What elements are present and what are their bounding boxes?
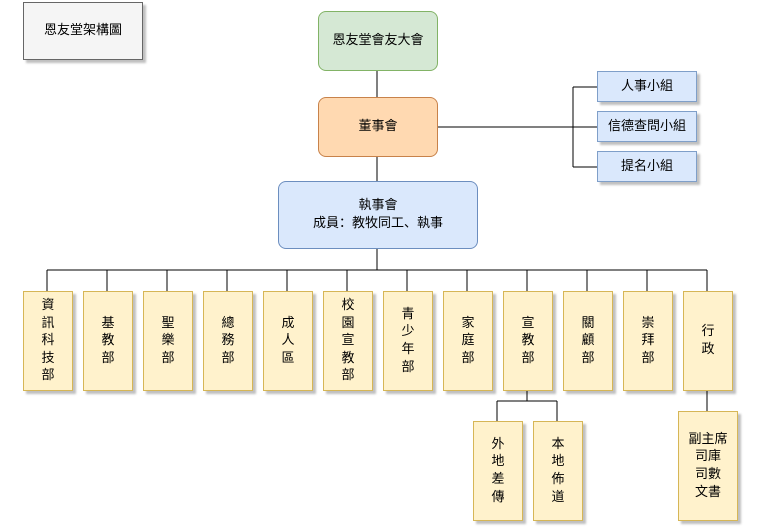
dept-label: 資訊科技部	[41, 298, 55, 384]
board-node: 董事會	[318, 97, 438, 157]
dept-label: 崇拜部	[641, 315, 655, 366]
dept-label: 成人區	[281, 315, 295, 366]
dept-label: 校園宣教部	[341, 298, 355, 384]
committee-personnel-node: 人事小組	[597, 71, 697, 102]
executive-members: 成員：教牧同工、執事	[312, 216, 443, 231]
admin-role: 司數	[694, 467, 721, 482]
dept-youth-node: 青少年部	[383, 291, 433, 391]
committee-nomination-node: 提名小組	[597, 151, 697, 182]
dept-label: 宣教部	[521, 315, 535, 366]
dept-campus-mission-node: 校園宣教部	[323, 291, 373, 391]
admin-role: 副主席	[688, 431, 728, 447]
dept-administration-node: 行政	[683, 291, 733, 391]
dept-label: 基教部	[101, 315, 115, 366]
dept-label: 青少年部	[401, 306, 415, 375]
dept-basic-education-node: 基教部	[83, 291, 133, 391]
dept-label: 關顧部	[581, 315, 595, 366]
overseas-missions-node: 外地差傳	[473, 421, 523, 521]
dept-music-node: 聖樂部	[143, 291, 193, 391]
dept-label: 總務部	[221, 315, 235, 366]
dept-label: 家庭部	[461, 315, 475, 366]
dept-adult-node: 成人區	[263, 291, 313, 391]
executive-title: 執事會	[358, 198, 398, 214]
executive-node: 執事會 成員：教牧同工、執事	[278, 181, 478, 249]
committee-faith-inquiry-node: 信德查問小組	[597, 111, 697, 142]
dept-worship-node: 崇拜部	[623, 291, 673, 391]
dept-missions-node: 宣教部	[503, 291, 553, 391]
dept-care-node: 關顧部	[563, 291, 613, 391]
dept-label: 行政	[701, 324, 715, 357]
admin-role: 司庫	[694, 449, 721, 465]
sub-label: 本地佈道	[551, 436, 565, 505]
dept-it-node: 資訊科技部	[23, 291, 73, 391]
local-evangelism-node: 本地佈道	[533, 421, 583, 521]
admin-officers-node: 副主席 司庫 司數 文書	[678, 411, 738, 521]
admin-role: 文書	[694, 484, 721, 500]
dept-family-node: 家庭部	[443, 291, 493, 391]
diagram-title: 恩友堂架構圖	[23, 2, 143, 60]
members-assembly-node: 恩友堂會友大會	[318, 11, 438, 71]
dept-label: 聖樂部	[161, 315, 175, 366]
dept-general-affairs-node: 總務部	[203, 291, 253, 391]
sub-label: 外地差傳	[491, 436, 505, 505]
